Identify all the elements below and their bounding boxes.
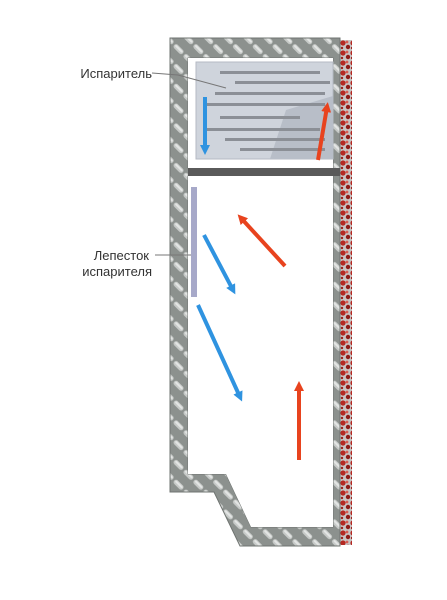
condenser-panel [337,40,352,545]
evaporator-label: Испаритель [80,66,152,81]
evaporator-plate [195,61,334,160]
evaporator-fin-label-line2: испарителя [82,264,152,279]
fridge-compartment [188,176,333,527]
shelf-divider [188,168,340,176]
evaporator-fin [191,187,197,297]
evaporator-leader-line [151,72,227,89]
warm-air-arrow-freezer [316,102,332,161]
cold-air-arrow-upper [202,234,236,295]
evaporator-fin-label-line1: Лепесток [94,248,150,263]
warm-air-arrow-middle [237,214,287,268]
cold-air-arrow-lower [196,304,243,402]
